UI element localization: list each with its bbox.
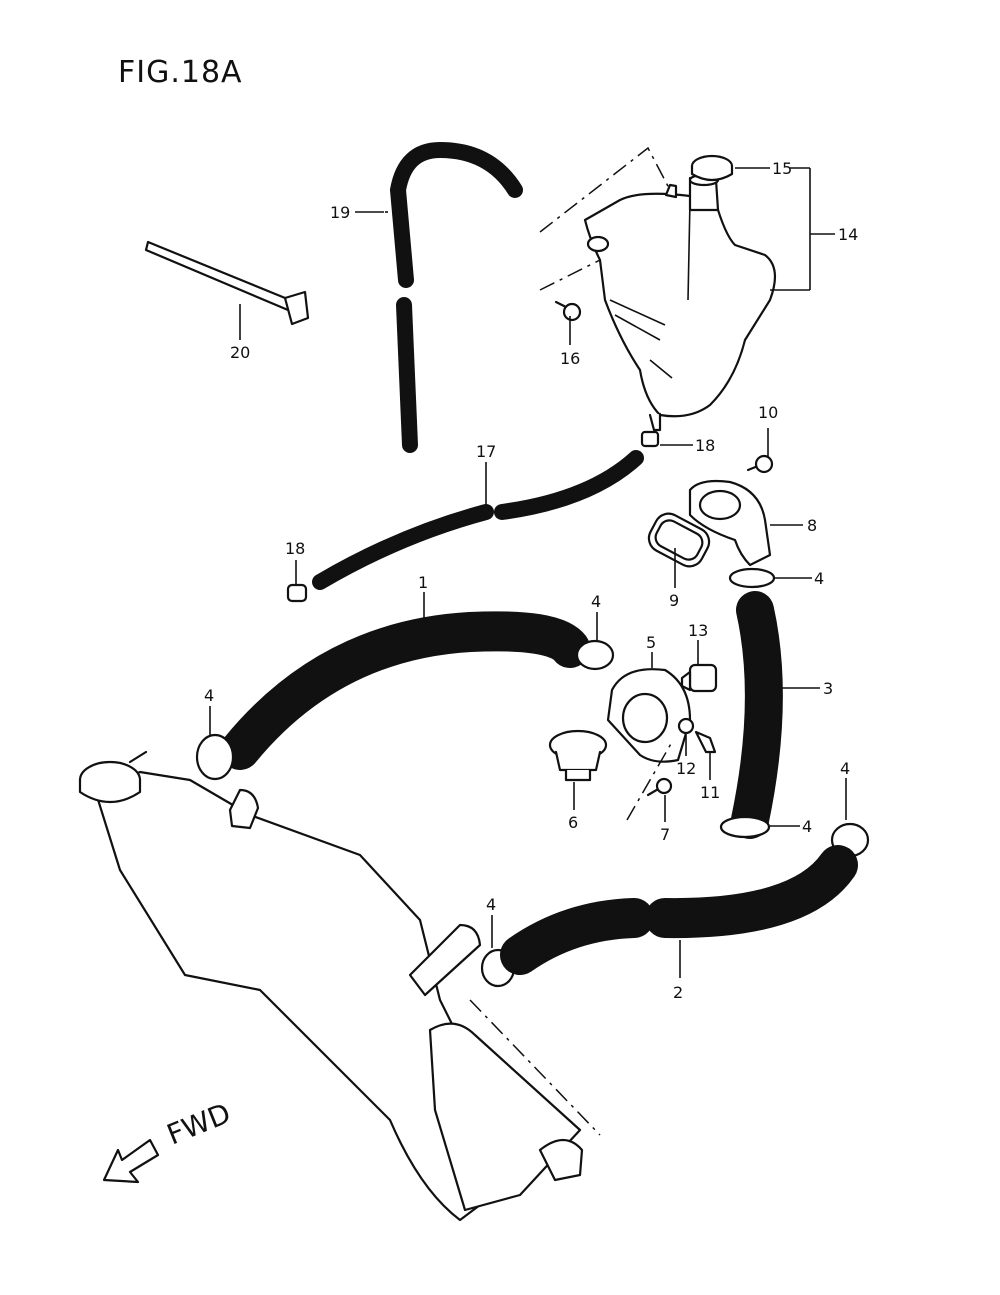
- callout-7: 7: [660, 825, 670, 844]
- clamp-4-hose3-bottom: [719, 815, 771, 839]
- figure-title: FIG.18A: [118, 55, 243, 90]
- callout-13: 13: [688, 621, 708, 640]
- callout-4-cover: 4: [814, 569, 824, 588]
- sensor-13: [680, 663, 718, 693]
- callout-17: 17: [476, 442, 496, 461]
- sensor-11: [694, 730, 717, 754]
- forward-label: FWD: [162, 1096, 235, 1151]
- radiator-hose-1: [220, 611, 590, 770]
- radiator: [78, 750, 584, 1222]
- callout-12: 12: [676, 759, 696, 778]
- callout-4-hose1-left: 4: [204, 686, 214, 705]
- phantom-line-bolt: [539, 259, 601, 291]
- callout-14: 14: [838, 225, 858, 244]
- callout-8: 8: [807, 516, 817, 535]
- leader-lines: [209, 211, 847, 978]
- callout-16: 16: [560, 349, 580, 368]
- clip-18-upper: [640, 430, 660, 448]
- bracket-14: [770, 167, 835, 291]
- phantom-line-housing: [626, 741, 673, 821]
- callout-5: 5: [646, 633, 656, 652]
- callout-18-lower: 18: [285, 539, 305, 558]
- bolt-10: [746, 454, 774, 474]
- callout-10: 10: [758, 403, 778, 422]
- thermostat-cover-8: [688, 479, 772, 567]
- callout-18-upper: 18: [695, 436, 715, 455]
- callout-15: 15: [772, 159, 792, 178]
- radiator-hose-3: [731, 591, 783, 839]
- phantom-line-tank: [539, 146, 671, 233]
- callout-11: 11: [700, 783, 720, 802]
- bolt-7: [646, 777, 673, 797]
- clip-18-lower: [286, 583, 308, 603]
- overflow-hose-17: [312, 450, 644, 590]
- callout-4-hose1-right: 4: [591, 592, 601, 611]
- bolt-16: [554, 300, 582, 322]
- callout-1: 1: [418, 573, 428, 592]
- thermostat-6: [548, 729, 608, 782]
- forward-arrow-icon: [102, 1138, 160, 1184]
- thermostat-housing-5: [606, 668, 692, 763]
- phantom-line-radiator: [469, 999, 601, 1136]
- breather-hose-19: [389, 141, 523, 453]
- callout-3: 3: [823, 679, 833, 698]
- callout-9: 9: [669, 591, 679, 610]
- callout-19: 19: [330, 203, 350, 222]
- reservoir-cap: [690, 154, 734, 182]
- washer-12: [677, 717, 695, 735]
- callout-4-hose2-right: 4: [840, 759, 850, 778]
- clamp-4-hose1-right: [575, 639, 615, 671]
- radiator-hose-2: [500, 845, 858, 975]
- clamp-4-cover: [728, 567, 776, 589]
- callout-2: 2: [673, 983, 683, 1002]
- clamp-4-hose1-left: [195, 733, 235, 781]
- wire-strap-20: [144, 240, 310, 326]
- gasket-9: [647, 512, 711, 568]
- callout-4-hose2-left: 4: [486, 895, 496, 914]
- reservoir-tank: [583, 173, 777, 432]
- callout-6: 6: [568, 813, 578, 832]
- callout-20: 20: [230, 343, 250, 362]
- callout-numbers: 1 2 3 4 4 4 4 4 4 5 6 7 8 9 10 11 12 13 …: [204, 159, 858, 1002]
- callout-4-hose3-bottom: 4: [802, 817, 812, 836]
